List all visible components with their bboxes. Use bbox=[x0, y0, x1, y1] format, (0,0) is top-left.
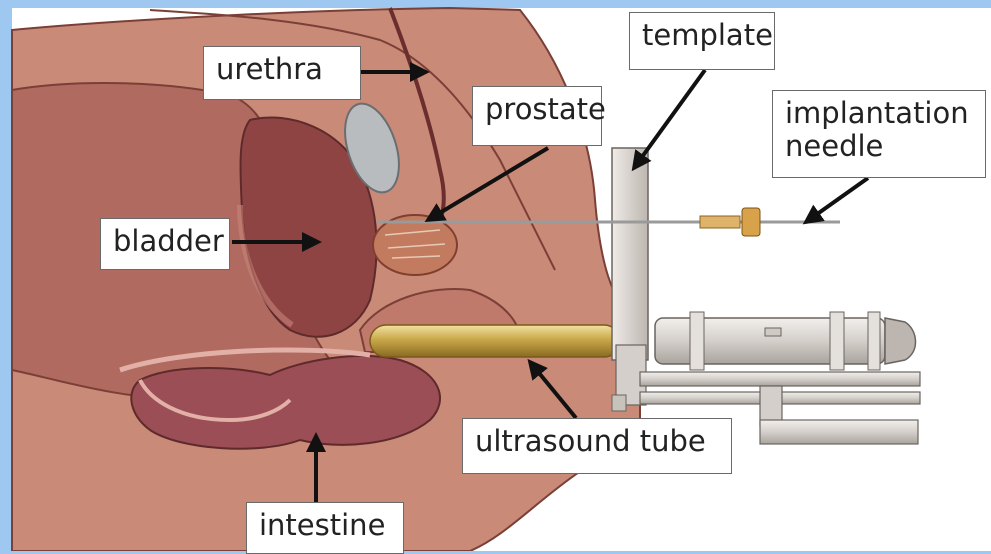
prostate-shape bbox=[373, 215, 457, 275]
label-implantation-needle: implantation needle bbox=[772, 90, 986, 178]
template-foot bbox=[612, 395, 626, 411]
base-foot bbox=[760, 420, 918, 444]
label-ultrasound-tube: ultrasound tube bbox=[462, 418, 732, 474]
template-plate bbox=[612, 148, 648, 360]
stepper-ring-2 bbox=[830, 312, 844, 370]
stepper-ring-1 bbox=[690, 312, 704, 370]
label-intestine: intestine bbox=[246, 502, 404, 554]
needle-grip bbox=[742, 208, 760, 236]
label-urethra: urethra bbox=[203, 46, 361, 100]
base-rail-top bbox=[640, 372, 920, 386]
needle-hub bbox=[700, 216, 740, 228]
ultrasound-tube-shape bbox=[370, 325, 620, 357]
stepper-knob bbox=[765, 328, 781, 336]
stepper-ring-3 bbox=[868, 312, 880, 370]
label-template: template bbox=[629, 12, 775, 70]
label-prostate: prostate bbox=[472, 86, 602, 146]
label-bladder: bladder bbox=[100, 218, 230, 270]
